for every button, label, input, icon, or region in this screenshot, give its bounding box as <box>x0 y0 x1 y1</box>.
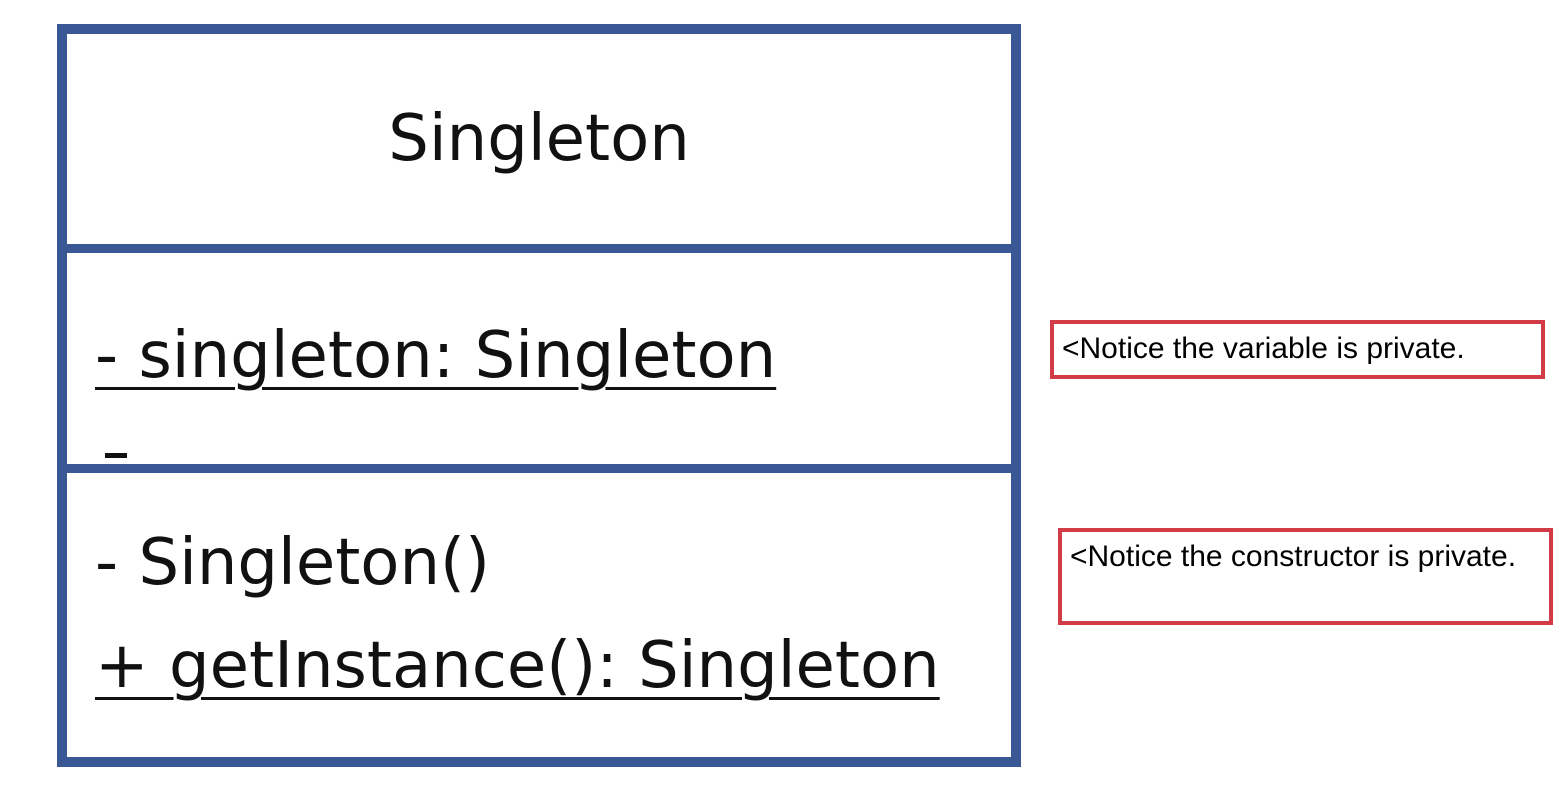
operations-compartment: - Singleton() + getInstance(): Singleton <box>67 473 1011 757</box>
stray-dash-mark <box>105 453 127 458</box>
attributes-compartment: - singleton: Singleton <box>67 253 1011 464</box>
note-variable-private: <Notice the variable is private. <box>1050 320 1545 379</box>
attribute-singleton: - singleton: Singleton <box>95 319 777 393</box>
operation-get-instance: + getInstance(): Singleton <box>95 629 940 703</box>
class-name: Singleton <box>388 102 690 176</box>
note-constructor-private: <Notice the constructor is private. <box>1058 528 1553 625</box>
compartment-divider-top <box>67 244 1011 253</box>
operation-constructor: - Singleton() <box>95 526 490 600</box>
class-name-compartment: Singleton <box>67 34 1011 246</box>
uml-class-box: Singleton - singleton: Singleton - Singl… <box>57 24 1021 767</box>
compartment-divider-bottom <box>67 464 1011 473</box>
